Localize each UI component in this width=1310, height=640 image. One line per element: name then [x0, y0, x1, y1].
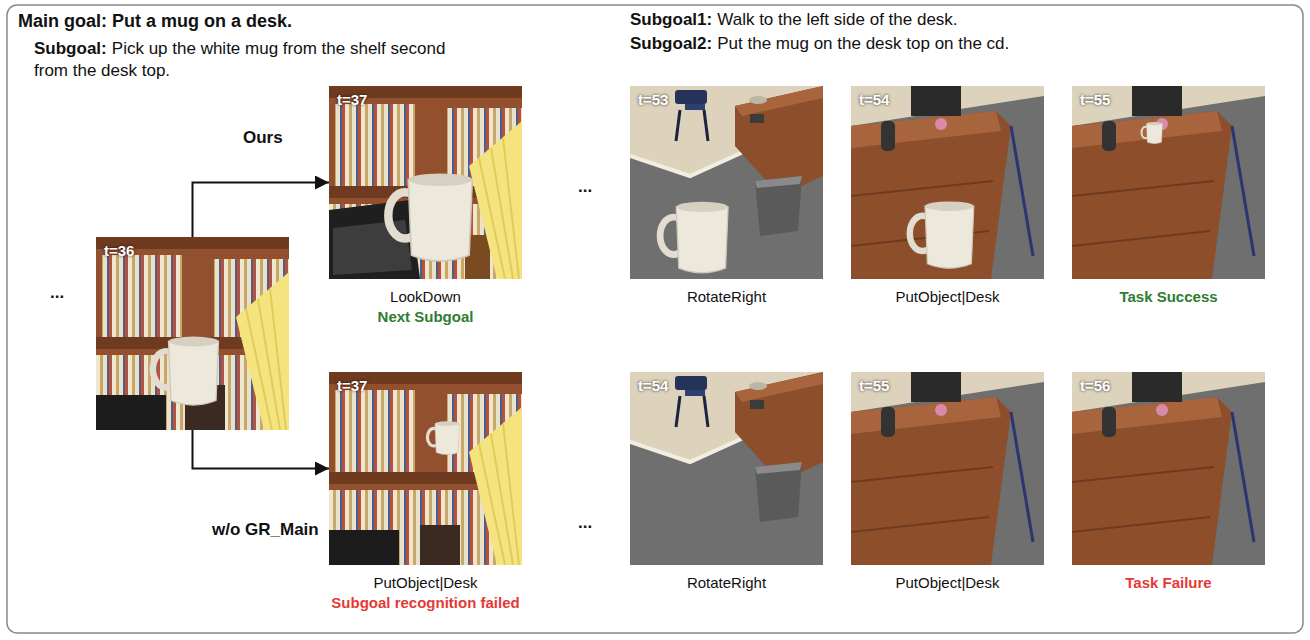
scene-image: [329, 86, 522, 279]
timestep-label: t=55: [1080, 91, 1110, 108]
timestep-label: t=56: [1080, 377, 1110, 394]
caption-block: PutObject|Desk: [811, 287, 1084, 307]
label-heading: ...: [578, 513, 592, 532]
label-heading: ...: [50, 283, 64, 302]
image-panel: t=54PutObject|Desk: [851, 86, 1044, 279]
action-text: PutObject|Desk: [289, 573, 562, 593]
elbow-arrow: [193, 430, 330, 469]
scene-image: [630, 372, 823, 565]
scene-image: [329, 372, 522, 565]
label-heading: ...: [578, 177, 592, 196]
label-text: Put the mug on the desk top on the cd.: [717, 34, 1009, 53]
figure-title: Main goal: Put a mug on a desk.: [18, 11, 292, 32]
action-text: PutObject|Desk: [811, 287, 1084, 307]
text-group: Subgoal2: Put the mug on the desk top on …: [630, 33, 1290, 55]
image-panel: t=55Task Success: [1072, 86, 1265, 279]
text-group: Subgoal:Pick up the white mug from the s…: [34, 38, 474, 82]
status-text: Next Subgoal: [289, 307, 562, 327]
image-panel: t=37LookDownNext Subgoal: [329, 86, 522, 279]
scene-image: [851, 372, 1044, 565]
timestep-label: t=54: [638, 377, 668, 394]
image-panel: t=54RotateRight: [630, 372, 823, 565]
label-heading: Subgoal2:: [630, 34, 712, 53]
timestep-label: t=37: [337, 377, 367, 394]
image-panel: t=55PutObject|Desk: [851, 372, 1044, 565]
text-group: Subgoal1: Walk to the left side of the de…: [630, 9, 1290, 31]
arrow-label: w/o GR_Main: [212, 520, 319, 540]
image-panel: t=56Task Failure: [1072, 372, 1265, 565]
arrow-label: Ours: [243, 128, 283, 148]
caption-block: Task Success: [1032, 287, 1305, 307]
timestep-label: t=54: [859, 91, 889, 108]
caption-block: LookDownNext Subgoal: [289, 287, 562, 327]
action-text: RotateRight: [590, 573, 863, 593]
timestep-label: t=53: [638, 91, 668, 108]
scene-image: [630, 86, 823, 279]
text-group: ...: [578, 512, 618, 534]
label-heading: Subgoal:: [34, 39, 107, 58]
timestep-label: t=55: [859, 377, 889, 394]
image-panel: t=53RotateRight: [630, 86, 823, 279]
caption-block: RotateRight: [590, 573, 863, 593]
image-panel: t=36: [96, 237, 289, 430]
text-group: ...: [50, 282, 90, 304]
status-text: Subgoal recognition failed: [289, 593, 562, 613]
text-group: ...: [578, 176, 618, 198]
action-text: LookDown: [289, 287, 562, 307]
timestep-label: t=36: [104, 242, 134, 259]
elbow-arrow: [193, 183, 330, 238]
label-heading: Subgoal1:: [630, 10, 712, 29]
label-text: Walk to the left side of the desk.: [717, 10, 957, 29]
caption-block: RotateRight: [590, 287, 863, 307]
caption-block: Task Failure: [1032, 573, 1305, 593]
scene-image: [96, 237, 289, 430]
scene-image: [1072, 86, 1265, 279]
action-text: PutObject|Desk: [811, 573, 1084, 593]
timestep-label: t=37: [337, 91, 367, 108]
outer-frame: [7, 5, 1303, 633]
status-text: Task Success: [1032, 287, 1305, 307]
scene-image: [851, 86, 1044, 279]
status-text: Task Failure: [1032, 573, 1305, 593]
action-text: RotateRight: [590, 287, 863, 307]
scene-image: [1072, 372, 1265, 565]
caption-block: PutObject|Desk: [811, 573, 1084, 593]
image-panel: t=37PutObject|DeskSubgoal recognition fa…: [329, 372, 522, 565]
caption-block: PutObject|DeskSubgoal recognition failed: [289, 573, 562, 613]
